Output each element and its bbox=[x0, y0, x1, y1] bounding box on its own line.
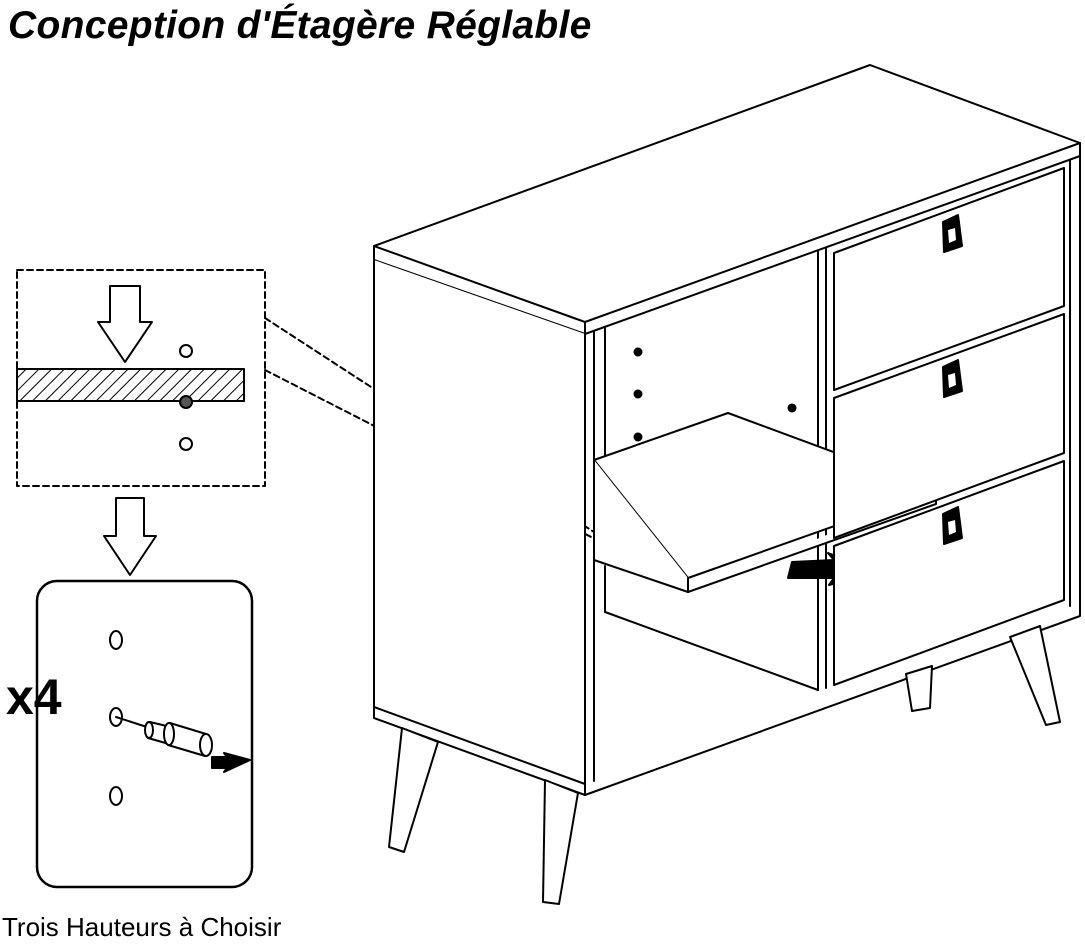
hole-icon bbox=[179, 344, 193, 358]
shelf-section-outline bbox=[16, 368, 245, 402]
drawer-handle-icon bbox=[942, 359, 963, 398]
shelf-section bbox=[16, 368, 245, 402]
hole-icon bbox=[179, 437, 193, 451]
leg-front-left bbox=[388, 727, 439, 853]
support-pin-icon bbox=[179, 395, 193, 409]
drawer-middle bbox=[833, 313, 1065, 539]
shelf-pin-icon bbox=[144, 721, 213, 757]
drawer-top bbox=[833, 167, 1065, 391]
push-arrow-icon bbox=[211, 752, 251, 773]
leg-front-right bbox=[542, 779, 579, 905]
drawer-handle-icon bbox=[942, 214, 963, 253]
hole-icon bbox=[109, 707, 123, 727]
cabinet bbox=[373, 64, 1081, 905]
adjustable-shelf-edge bbox=[593, 459, 689, 593]
support-hole-icon bbox=[633, 389, 643, 399]
hole-icon bbox=[109, 630, 123, 650]
drawer-handle-icon bbox=[942, 506, 963, 545]
detail-callout bbox=[16, 269, 266, 487]
diagram-title: Conception d'Étagère Réglable bbox=[8, 4, 592, 47]
quantity-label: x4 bbox=[6, 669, 62, 725]
support-hole-icon bbox=[633, 432, 643, 442]
left-side-panel bbox=[373, 259, 586, 785]
leg-back-right bbox=[1009, 625, 1061, 726]
hole-icon bbox=[109, 786, 123, 806]
pin-insertion-panel bbox=[35, 579, 254, 889]
down-arrow-icon bbox=[97, 285, 153, 363]
drawer-bottom bbox=[833, 460, 1065, 686]
leg-back-center bbox=[905, 665, 933, 712]
down-arrow-icon bbox=[103, 497, 157, 576]
compartment-floor bbox=[604, 611, 819, 691]
support-hole-icon bbox=[633, 347, 643, 357]
caption-text: Trois Hauteurs à Choisir bbox=[2, 912, 282, 942]
panel-frame bbox=[35, 579, 254, 889]
support-hole-icon bbox=[787, 403, 797, 413]
guide-line bbox=[115, 716, 151, 729]
